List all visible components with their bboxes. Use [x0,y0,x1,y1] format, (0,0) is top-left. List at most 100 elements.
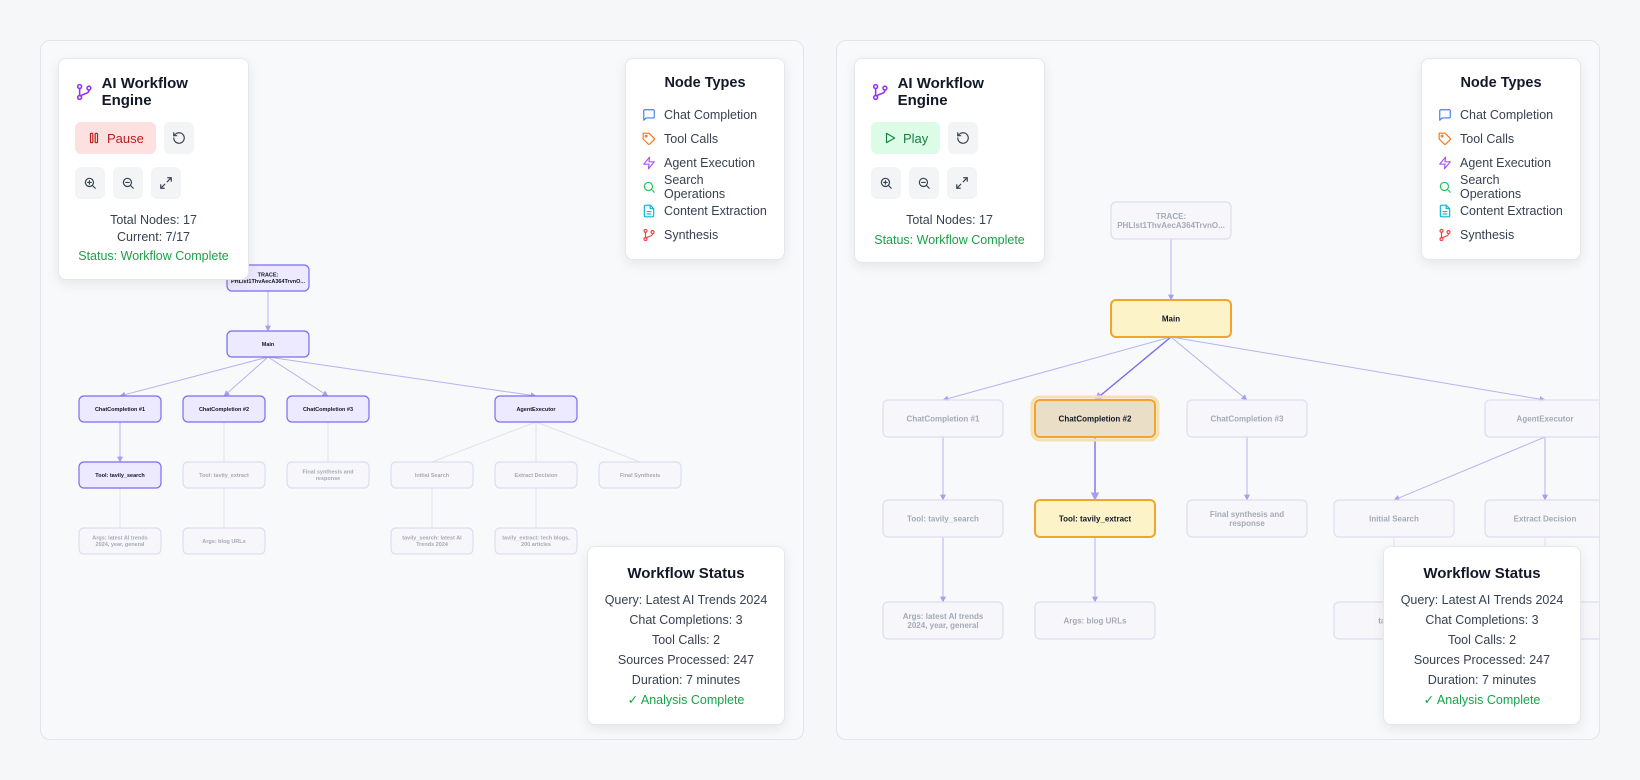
fit-view-button[interactable] [151,167,181,199]
legend-item-content: Content Extraction [642,199,768,223]
graph-node-label: Tool: tavily_search [907,514,979,523]
graph-node-label: 200 articles [521,542,551,548]
query-text: Query: Latest AI Trends 2024 [1400,593,1564,607]
graph-node[interactable]: ChatCompletion #3 [286,395,370,423]
duration-text: Duration: 7 minutes [631,673,741,687]
legend-label: Agent Execution [664,156,756,170]
play-label: Play [903,130,929,146]
graph-node-label: 2024, year, general [907,621,978,630]
legend-item-search: Search Operations [642,173,768,201]
zoom-in-button[interactable] [75,167,105,199]
legend-label: Chat Completion [664,108,758,122]
legend-item-content: Content Extraction [1438,199,1564,223]
graph-node-label: Args: latest AI trends [903,612,984,621]
graph-node[interactable]: ChatCompletion #2 [1030,395,1160,442]
graph-node[interactable]: Extract Decision [1484,499,1600,538]
graph-node[interactable]: ChatCompletion #3 [1186,399,1308,438]
zoom-in-button[interactable] [871,167,901,199]
workflow-status-card: Workflow Status Query: Latest AI Trends … [587,546,785,725]
graph-edge [1170,336,1248,401]
graph-node[interactable]: Tool: tavily_extract [1034,499,1156,538]
legend-item-chat: Chat Completion [642,103,768,127]
workflow-status-title: Workflow Status [1423,565,1541,582]
graph-node[interactable]: tavily_extract: tech blogs,200 articles [494,527,578,555]
reset-button[interactable] [163,122,194,154]
reset-button[interactable] [948,122,979,154]
graph-edge [942,336,1172,402]
legend-label: Search Operations [1460,173,1522,201]
zap-icon [643,156,655,170]
graph-node[interactable]: AgentExecutor [494,395,578,423]
graph-node[interactable]: ChatCompletion #2 [182,395,266,423]
zoom-out-button[interactable] [113,167,143,199]
graph-node[interactable]: TRACE:PHLlst1ThvAecA364TrvnO... [1110,201,1232,240]
workflow-status-title: Workflow Status [627,565,745,582]
legend-item-tool: Tool Calls [1438,127,1564,151]
graph-edge [431,421,537,463]
graph-edge [267,356,537,399]
graph-node[interactable]: Args: blog URLs [182,527,266,555]
legend-item-tool: Tool Calls [642,127,768,151]
node-types-legend: Node Types Chat Completion Tool Calls Ag… [625,58,785,260]
graph-node[interactable]: Initial Search [1333,499,1455,538]
legend-label: Tool Calls [1460,132,1515,146]
tag-icon [642,132,655,145]
legend-title: Node Types [664,75,746,91]
legend-label: Tool Calls [664,132,719,146]
zap-icon [1439,156,1451,170]
graph-node-label: Tool: tavily_extract [1059,514,1132,523]
graph-node[interactable]: ChatCompletion #1 [882,399,1004,438]
legend-label: Synthesis [1460,228,1515,242]
graph-node-label: tavily_extract: tech blogs, [502,536,570,542]
control-panel: AI Workflow Engine Pause Total Nodes: 17 [58,58,249,280]
graph-node[interactable]: Extract Decision [494,461,578,489]
graph-node-label: Main [262,342,275,348]
message-square-icon [643,109,655,121]
current-node: Current: 7/17 [117,229,190,244]
graph-node-label: Main [1162,314,1180,323]
zoom-out-icon [918,177,930,189]
fit-view-button[interactable] [947,167,977,199]
chat-completions-count: Chat Completions: 3 [1425,613,1539,627]
graph-node[interactable]: ChatCompletion #1 [78,395,162,423]
graph-node-label: tavily_search: latest AI [402,536,462,542]
total-nodes: Total Nodes: 17 [906,213,993,227]
graph-node-label: 2024, year, general [96,542,145,548]
graph-node[interactable]: Initial Search [390,461,474,489]
legend-item-agent: Agent Execution [642,151,768,175]
graph-node[interactable]: Args: blog URLs [1034,601,1156,640]
graph-node-label: Trends 2024 [416,542,449,548]
graph-node[interactable]: Tool: tavily_search [882,499,1004,538]
graph-node-label: TRACE: [258,273,279,279]
rotate-ccw-icon [957,132,970,144]
graph-node[interactable]: Final Synthesis [598,461,682,489]
control-panel: AI Workflow Engine Play Total Nodes: 17 [854,58,1045,263]
graph-edge [1393,436,1546,501]
sources-processed: Sources Processed: 247 [1413,653,1551,667]
maximize-icon [956,177,968,189]
legend-item-search: Search Operations [1438,173,1564,201]
graph-node[interactable]: Main [1110,299,1232,338]
legend-label: Chat Completion [1460,108,1554,122]
graph-node[interactable]: Tool: tavily_search [78,461,162,489]
graph-node[interactable]: Main [226,330,310,358]
graph-node-label: Initial Search [1369,514,1419,523]
play-button[interactable]: Play [871,122,941,154]
tag-icon [1438,132,1451,145]
zoom-out-icon [122,177,134,189]
graph-node[interactable]: Tool: tavily_extract [182,461,266,489]
legend-item-chat: Chat Completion [1438,103,1564,127]
graph-node[interactable]: AgentExecutor [1484,399,1600,438]
app-title: AI Workflow Engine [897,75,984,109]
graph-node-label: ChatCompletion #2 [199,407,249,413]
graph-node-label: response [316,476,340,482]
graph-node-label: response [1229,519,1265,528]
pause-button[interactable]: Pause [75,122,156,154]
zoom-out-button[interactable] [909,167,939,199]
